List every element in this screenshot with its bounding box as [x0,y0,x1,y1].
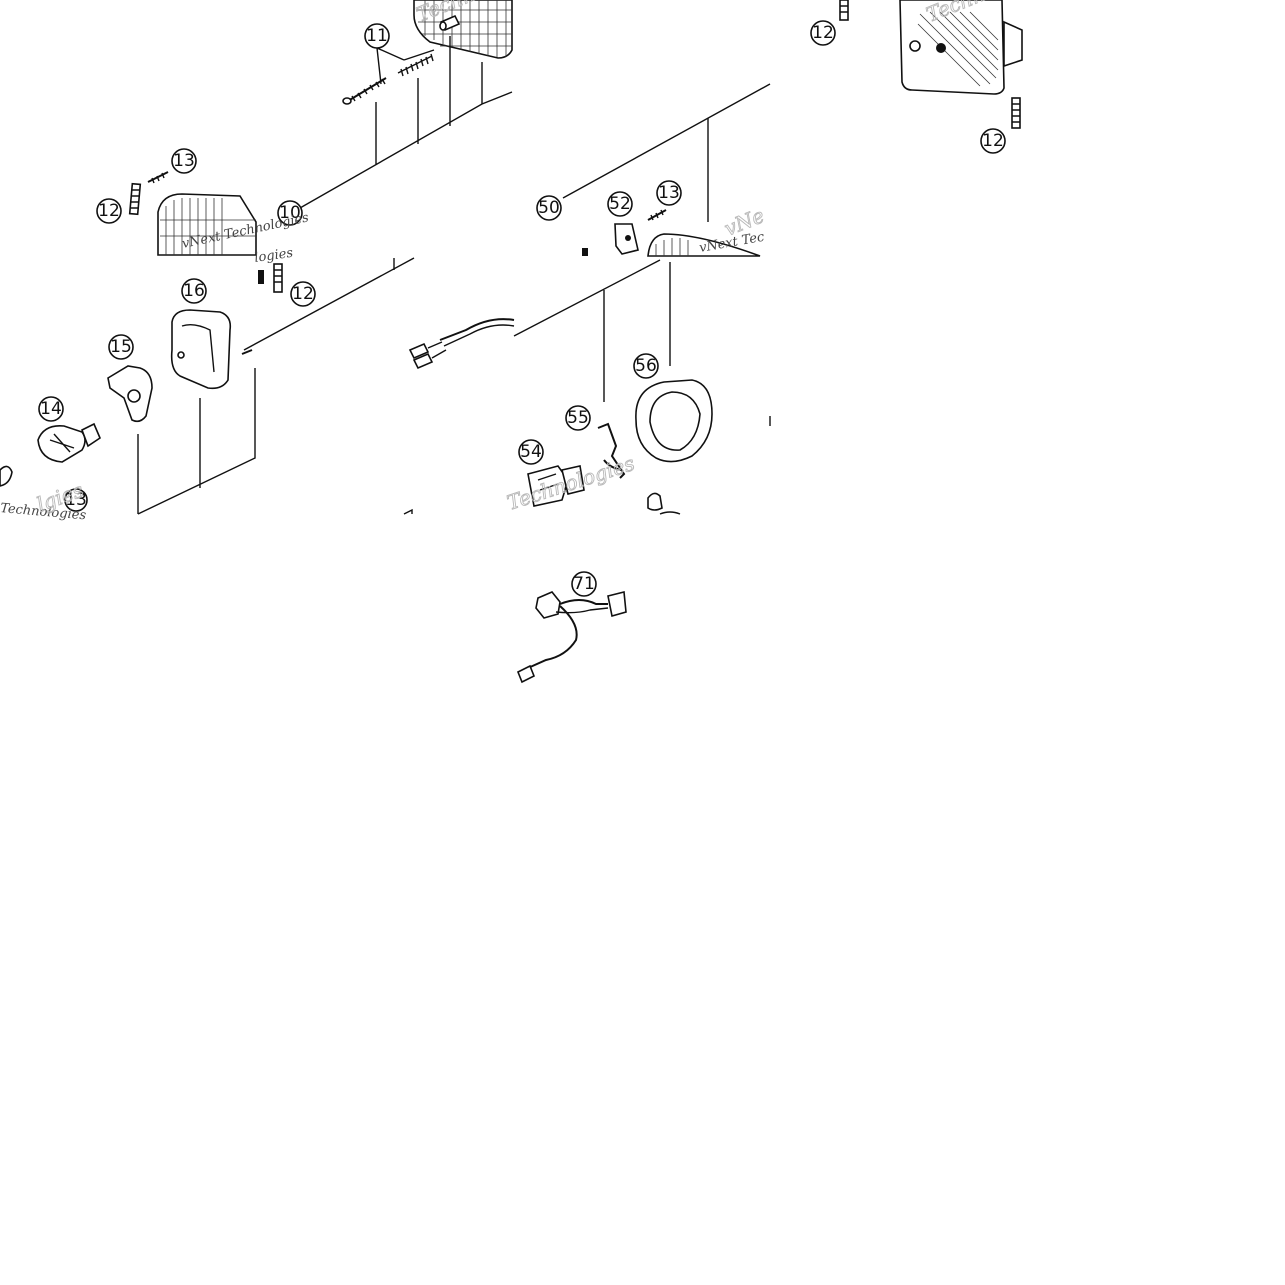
leader-lines-middle-left [137,257,415,515]
svg-text:12: 12 [292,284,314,304]
svg-text:10: 10 [279,203,301,223]
screw-long [342,77,387,105]
callout-16: 16 [181,278,207,304]
callout-11: 11 [364,23,390,49]
svg-text:15: 15 [110,337,132,357]
callout-12: 12 [290,281,316,307]
svg-text:13: 13 [658,183,680,203]
callout-55: 55 [565,405,591,431]
watermark: logies [253,246,294,266]
svg-text:12: 12 [812,23,834,43]
headlight-housing-left [157,193,257,256]
pin-12-middle [273,263,283,293]
leader-lines-top-middle [562,83,771,222]
svg-text:13: 13 [65,490,87,510]
callout-13: 13 [64,488,88,512]
svg-text:13: 13 [173,151,195,171]
mounting-bracket-52 [614,223,639,255]
svg-text:71: 71 [573,574,595,594]
callout-50: 50 [536,195,562,221]
callout-13: 13 [171,148,197,174]
callout-52: 52 [607,191,633,217]
leader-lines-top-left [299,36,513,209]
wire-harness-connector [408,318,515,370]
nut [439,14,461,32]
svg-text:56: 56 [635,356,657,376]
pin-12-left [128,182,142,216]
pin-12-right [1011,97,1021,129]
svg-text:16: 16 [183,281,205,301]
pin-12-mid-left [0,465,13,487]
headlight-bulb-14 [37,422,101,463]
sub-harness-71 [516,590,627,684]
small-screw-13 [147,171,169,184]
callout-12: 12 [96,198,122,224]
pin-12-top [839,0,849,21]
headlight-housing-middle [647,233,761,257]
watermark: Technologies [0,501,87,523]
partial-callout [659,511,681,515]
bulb-clip-55 [597,422,626,479]
small-screw-13-middle [647,209,667,221]
leader-lines-middle-center [513,259,671,402]
svg-text:12: 12 [98,201,120,221]
callout-10: 10 [277,200,303,226]
headlight-housing-right [899,0,1023,95]
callout-15: 15 [108,334,134,360]
bulb-socket-cover [170,309,232,390]
svg-text:50: 50 [538,198,560,218]
svg-text:54: 54 [520,442,542,462]
callout-13: 13 [656,180,682,206]
svg-text:11: 11 [366,26,388,46]
callout-54: 54 [518,439,544,465]
small-bulb [647,492,663,511]
svg-text:14: 14 [40,399,62,419]
svg-text:52: 52 [609,194,631,214]
callout-56: 56 [633,353,659,379]
spring [397,53,434,77]
callout-71: 71 [571,571,597,597]
callout-14: 14 [38,396,64,422]
callout-12: 12 [980,128,1006,154]
callout-12: 12 [810,20,836,46]
svg-text:12: 12 [982,131,1004,151]
small-part [582,248,588,256]
socket-bracket-15 [107,365,153,423]
clip [258,270,264,284]
headlight-rim-56 [635,379,713,463]
h4-bulb-54 [527,465,585,507]
svg-text:55: 55 [567,408,589,428]
